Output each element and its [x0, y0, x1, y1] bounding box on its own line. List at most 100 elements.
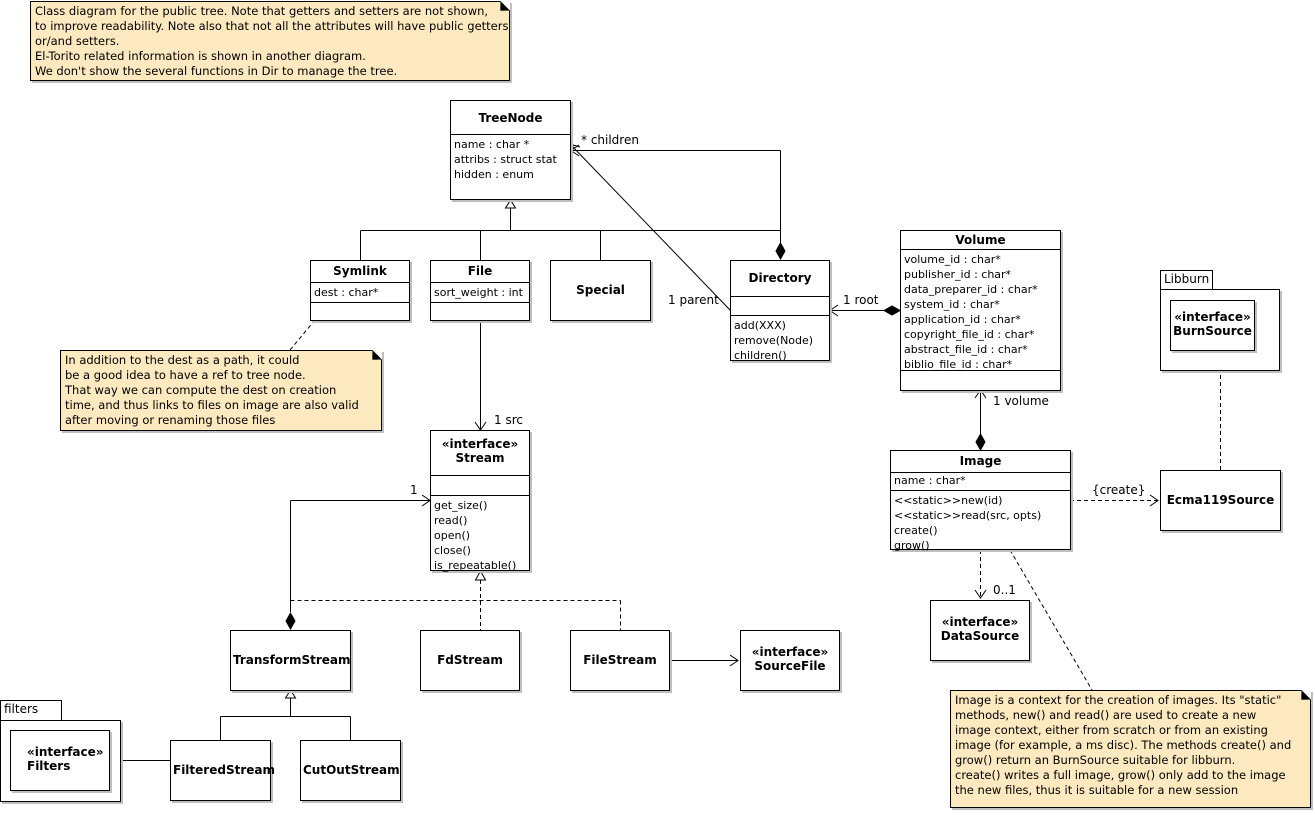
class-name: Image — [891, 451, 1070, 473]
stereotype: «interface» — [441, 437, 519, 451]
operation: is_repeatable() — [434, 559, 517, 572]
attribute: biblio_file_id : char* — [904, 358, 1013, 371]
stereotype: «interface» — [27, 745, 104, 759]
note-line: We don't show the several functions in D… — [35, 64, 398, 78]
operation: get_size() — [434, 499, 488, 512]
stereotype: «interface» — [1174, 310, 1251, 324]
operation: <<static>>new(id) — [894, 494, 1003, 507]
class-sourcefile[interactable]: «interface» SourceFile — [740, 630, 840, 691]
attribute: name : char* — [894, 474, 966, 487]
class-attributes — [731, 297, 829, 316]
note-line: Class diagram for the public tree. Note … — [35, 4, 489, 18]
class-directory[interactable]: Directory add(XXX) remove(Node) children… — [730, 260, 830, 362]
class-special[interactable]: Special — [550, 260, 651, 321]
note-line: time, and thus links to files on image a… — [65, 398, 359, 412]
attribute: attribs : struct stat — [454, 153, 557, 166]
label-one: 1 — [410, 483, 418, 497]
note-line: That way we can compute the dest on crea… — [65, 383, 337, 397]
class-datasource[interactable]: «interface» DataSource — [930, 600, 1030, 661]
note-corner — [372, 350, 382, 360]
attribute: system_id : char* — [904, 298, 1000, 311]
attribute: sort_weight : int — [434, 286, 523, 299]
attribute: name : char * — [454, 138, 530, 151]
note-symlink: In addition to the dest as a path, it co… — [60, 350, 382, 431]
note-line: image context, either from scratch or fr… — [955, 723, 1268, 737]
note-corner — [1301, 690, 1311, 700]
class-name: «interface» Stream — [431, 431, 529, 476]
attribute: abstract_file_id : char* — [904, 343, 1028, 356]
label-create: {create} — [1092, 483, 1146, 497]
class-name: Special — [576, 283, 625, 297]
note-line: be a good idea to have a ref to tree nod… — [65, 368, 306, 382]
class-name: «interface» DataSource — [931, 601, 1029, 647]
class-burnsource[interactable]: «interface» BurnSource — [1170, 300, 1255, 351]
class-ecma119source[interactable]: Ecma119Source — [1160, 470, 1281, 531]
class-title: SourceFile — [754, 659, 826, 673]
class-fdstream[interactable]: FdStream — [420, 630, 520, 691]
operation: create() — [894, 524, 938, 537]
package-tab: filters — [0, 700, 62, 721]
class-treenode[interactable]: TreeNode name : char * attribs : struct … — [450, 100, 571, 200]
note-top: Class diagram for the public tree. Note … — [30, 1, 510, 81]
attribute: data_preparer_id : char* — [904, 283, 1038, 296]
class-operations — [311, 303, 409, 308]
note-image: Image is a context for the creation of i… — [950, 690, 1311, 808]
class-filteredstream[interactable]: FilteredStream — [170, 740, 275, 801]
class-stream[interactable]: «interface» Stream get_size() read() ope… — [430, 430, 530, 572]
class-transformstream[interactable]: TransformStream — [230, 630, 351, 691]
attribute: copyright_file_id : char* — [904, 328, 1035, 341]
class-cutoutstream[interactable]: CutOutStream — [300, 740, 401, 801]
class-name: FileStream — [583, 653, 657, 667]
class-name: «interface» SourceFile — [741, 631, 839, 677]
note-line: after moving or renaming those files — [65, 413, 276, 427]
class-name: TransformStream — [233, 653, 351, 667]
class-file[interactable]: File sort_weight : int — [430, 260, 530, 321]
note-line: In addition to the dest as a path, it co… — [65, 353, 300, 367]
class-name: Volume — [901, 231, 1060, 250]
class-attributes: sort_weight : int — [431, 283, 529, 303]
class-name: FdStream — [437, 653, 503, 667]
class-name: «interface» Filters — [11, 731, 109, 777]
label-volume: 1 volume — [993, 394, 1049, 408]
operation: children() — [734, 349, 787, 362]
class-filestream[interactable]: FileStream — [570, 630, 670, 691]
operation: add(XXX) — [734, 319, 786, 332]
operation: close() — [434, 544, 471, 557]
operation: remove(Node) — [734, 334, 814, 347]
class-name: File — [431, 261, 529, 283]
class-image[interactable]: Image name : char* <<static>>new(id) <<s… — [890, 450, 1071, 552]
class-name: FilteredStream — [173, 763, 275, 777]
label-src: 1 src — [494, 413, 523, 427]
attribute: hidden : enum — [454, 168, 534, 181]
label-root: 1 root — [843, 293, 879, 307]
operation: read() — [434, 514, 468, 527]
class-operations: <<static>>new(id) <<static>>read(src, op… — [891, 491, 1070, 556]
note-line: methods, new() and read() are used to cr… — [955, 708, 1257, 722]
class-attributes: volume_id : char* publisher_id : char* d… — [901, 250, 1060, 371]
class-attributes: name : char* — [891, 473, 1070, 491]
class-title: Filters — [27, 759, 71, 773]
class-symlink[interactable]: Symlink dest : char* — [310, 260, 410, 321]
note-line: or/and setters. — [35, 34, 120, 48]
note-line: the new files, thus it is suitable for a… — [955, 783, 1239, 797]
note-line: El-Torito related information is shown i… — [35, 49, 366, 63]
label-parent: 1 parent — [668, 293, 719, 307]
attribute: application_id : char* — [904, 313, 1021, 326]
class-operations: get_size() read() open() close() is_repe… — [431, 496, 529, 576]
class-volume[interactable]: Volume volume_id : char* publisher_id : … — [900, 230, 1061, 391]
note-line: image (for example, a ms disc). The meth… — [955, 738, 1292, 752]
note-corner — [500, 1, 510, 11]
class-filters[interactable]: «interface» Filters — [10, 730, 110, 791]
note-line: create() writes a full image, grow() onl… — [955, 768, 1286, 782]
class-name: TreeNode — [451, 101, 570, 135]
class-attributes — [431, 476, 529, 496]
class-name: Directory — [731, 261, 829, 297]
operation: grow() — [894, 539, 930, 552]
class-operations: add(XXX) remove(Node) children() — [731, 316, 829, 366]
operation: <<static>>read(src, opts) — [894, 509, 1042, 522]
class-name: Ecma119Source — [1166, 493, 1275, 507]
note-line: Image is a context for the creation of i… — [955, 693, 1282, 707]
class-title: Stream — [455, 451, 505, 465]
attribute: publisher_id : char* — [904, 268, 1012, 281]
